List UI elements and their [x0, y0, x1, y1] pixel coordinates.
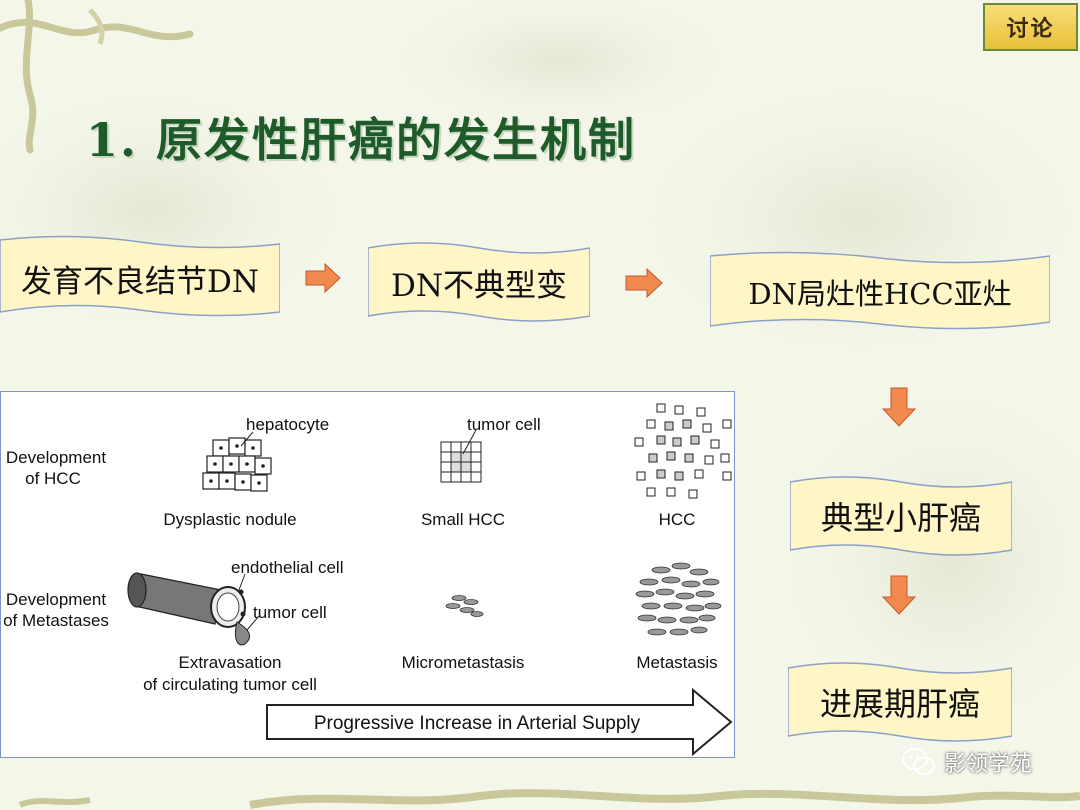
flow-step-5: 进展期肝癌: [788, 660, 1012, 744]
row1-label-line2: of HCC: [25, 469, 81, 488]
flow-step-5-label: 进展期肝癌: [819, 685, 980, 723]
flow-step-1-label: 发育不良结节DN: [21, 263, 259, 300]
small-hcc-label: Small HCC: [421, 510, 505, 529]
blood-vessel-drawing: [127, 572, 250, 646]
flow-step-4-label: 典型小肝癌: [820, 499, 981, 537]
tumor-cell-pointer-1: [462, 429, 477, 455]
flow-arrow-down-2: [882, 575, 916, 615]
flow-step-2: DN不典型变: [368, 240, 590, 324]
flow-arrow-down-1: [882, 387, 916, 427]
hepatocyte-label: hepatocyte: [246, 415, 329, 434]
flow-arrow-right-1: [305, 262, 341, 294]
flow-step-4: 典型小肝癌: [790, 474, 1012, 558]
hcc-development-figure: Development of HCC Development of Metast…: [0, 391, 735, 758]
micrometastasis-label: Micrometastasis: [402, 653, 525, 672]
flow-arrow-right-2: [625, 267, 663, 299]
tumor-cell-pointer-2: [246, 615, 260, 631]
metastasis-label: Metastasis: [636, 653, 717, 672]
flow-step-2-label: DN不典型变: [391, 267, 567, 304]
endothelial-cell-pointer: [238, 573, 246, 591]
dysplastic-nodule-drawing: [202, 437, 272, 492]
endothelial-cell-label: endothelial cell: [231, 558, 343, 577]
discussion-badge: 讨论: [983, 3, 1078, 51]
tumor-cell-label-2: tumor cell: [253, 603, 327, 622]
watermark: 影领学苑: [902, 745, 1032, 779]
dysplastic-nodule-label: Dysplastic nodule: [163, 510, 296, 529]
hcc-label: HCC: [659, 510, 696, 529]
flow-step-3: DN局灶性HCC亚灶: [710, 250, 1050, 334]
small-hcc-drawing: [440, 441, 482, 483]
extravasation-label-line1: Extravasation: [179, 653, 282, 672]
hepatocyte-pointer: [240, 431, 254, 447]
row2-label-line2: of Metastases: [3, 611, 109, 630]
page-title: 1. 原发性肝癌的发生机制: [86, 113, 637, 167]
extravasation-label-line2: of circulating tumor cell: [143, 675, 317, 694]
watermark-text: 影领学苑: [944, 752, 1033, 777]
micrometastasis-drawing: [445, 595, 484, 617]
tumor-cell-label-1: tumor cell: [467, 415, 541, 434]
hcc-drawing: [634, 403, 732, 499]
wechat-icon: [902, 748, 935, 775]
row1-label-line1: Development: [6, 448, 106, 467]
arterial-supply-arrow: [266, 687, 733, 757]
flow-step-1: 发育不良结节DN: [0, 234, 280, 322]
row2-label-line1: Development: [6, 590, 106, 609]
metastasis-drawing: [635, 562, 722, 636]
arterial-supply-label: Progressive Increase in Arterial Supply: [314, 713, 641, 734]
flow-step-3-label: DN局灶性HCC亚灶: [748, 277, 1012, 311]
